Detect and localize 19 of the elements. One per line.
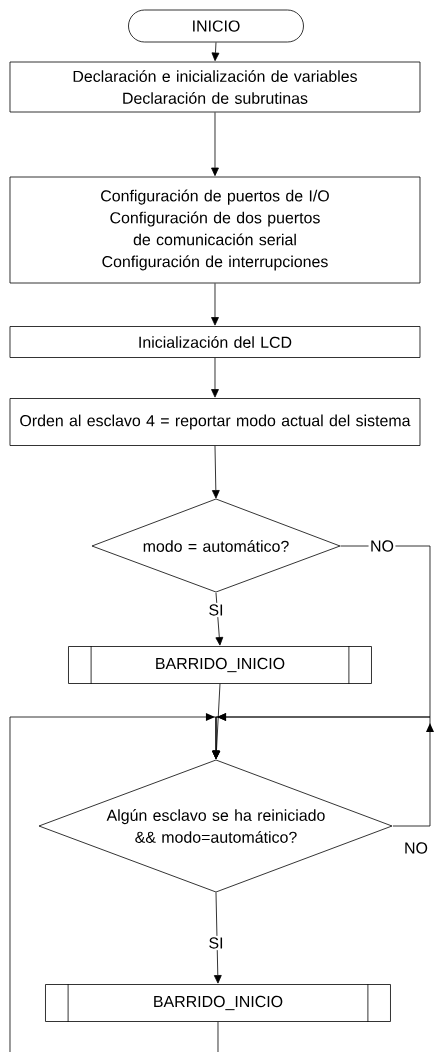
subroutine-box: BARRIDO_INICIO — [45, 983, 391, 1023]
terminal-box: INICIO — [128, 9, 304, 43]
process-box: Configuración de puertos de I/O Configuración de dos puertos de comunicación serial Configuración de interrupciones — [9, 176, 421, 284]
arrow — [9, 713, 220, 1052]
arrow — [213, 892, 222, 984]
arrow — [211, 445, 220, 499]
arrow — [215, 592, 224, 646]
arrow — [211, 112, 219, 177]
arrow — [211, 357, 219, 398]
edge-label: NO — [402, 840, 430, 856]
edge-label: NO — [368, 538, 396, 554]
process-box: Declaración e inicialización de variables Declaración de subrutinas — [9, 61, 421, 113]
arrow — [211, 283, 219, 326]
process-box: Inicialización del LCD — [9, 326, 421, 358]
process-box: Orden al esclavo 4 = reportar modo actual del sistema — [9, 398, 421, 446]
arrow — [211, 42, 220, 62]
edge-label: SI — [206, 602, 226, 618]
subroutine-box: BARRIDO_INICIO — [68, 645, 372, 685]
edge-label: SI — [206, 935, 226, 951]
